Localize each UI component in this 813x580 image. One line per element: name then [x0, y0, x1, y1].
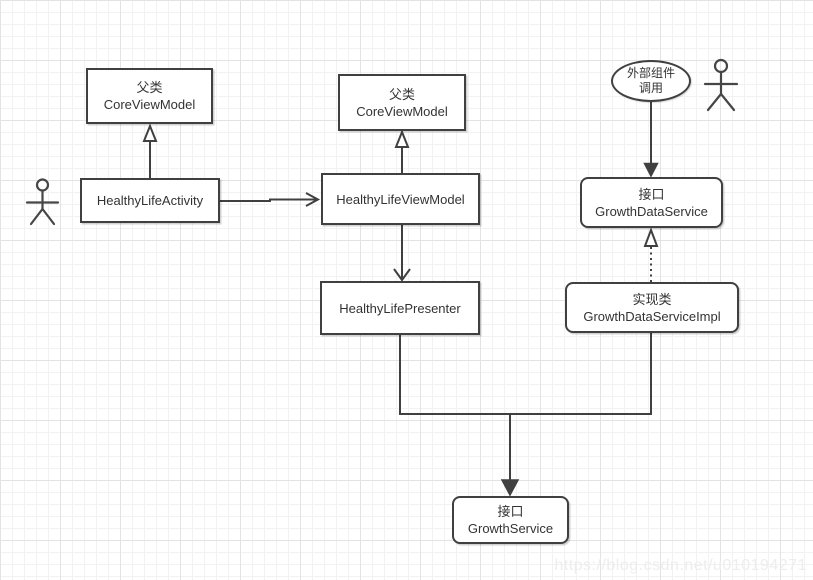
node-label-cn: 实现类	[632, 291, 672, 307]
node-growthdataservice: 接口 GrowthDataService	[580, 177, 723, 228]
node-label-en: CoreViewModel	[103, 97, 196, 112]
node-label: HealthyLifeViewModel	[336, 191, 465, 207]
realization-arrow-impl-to-growthdataservice	[643, 227, 659, 282]
inheritance-arrow-viewmodel-to-coreviewmodel	[394, 129, 410, 173]
call-arrow-external-to-growthdataservice	[643, 101, 659, 178]
node-label-en: CoreViewModel	[356, 103, 448, 119]
node-label-cn: 接口	[497, 504, 524, 519]
node-label: HealthyLifeActivity	[96, 193, 204, 208]
node-label-cn: 外部组件	[626, 66, 675, 80]
dependency-arrow-viewmodel-to-presenter	[393, 225, 411, 282]
node-label: HealthyLifePresenter	[339, 300, 461, 316]
node-healthylifeactivity: HealthyLifeActivity	[80, 178, 220, 223]
node-core-viewmodel-mid: 父类 CoreViewModel	[338, 74, 466, 131]
node-core-viewmodel-left: 父类 CoreViewModel	[86, 68, 213, 124]
node-healthylifepresenter: HealthyLifePresenter	[320, 281, 480, 335]
node-label-en: GrowthService	[467, 521, 554, 536]
node-label-cn: 父类	[136, 80, 163, 95]
node-external-call-ellipse: 外部组件 调用	[611, 60, 691, 102]
node-growthdataserviceimpl: 实现类 GrowthDataServiceImpl	[565, 282, 739, 333]
actor-left-icon	[25, 178, 60, 226]
actor-right-icon	[703, 58, 739, 112]
node-label-cn2: 调用	[638, 81, 663, 95]
node-healthylifeviewmodel: HealthyLifeViewModel	[321, 173, 480, 225]
inheritance-arrow-activity-to-coreviewmodel	[142, 123, 158, 178]
merged-call-arrow-to-growthservice	[399, 333, 652, 497]
node-growthservice: 接口 GrowthService	[452, 496, 569, 544]
node-label-cn: 父类	[388, 86, 415, 102]
node-label-cn: 接口	[638, 186, 665, 202]
node-label-en: GrowthDataServiceImpl	[583, 308, 721, 324]
association-arrow-activity-to-viewmodel	[220, 192, 321, 207]
csdn-watermark: https://blog.csdn.net/u010194271	[554, 557, 807, 574]
node-label-en: GrowthDataService	[595, 203, 708, 219]
